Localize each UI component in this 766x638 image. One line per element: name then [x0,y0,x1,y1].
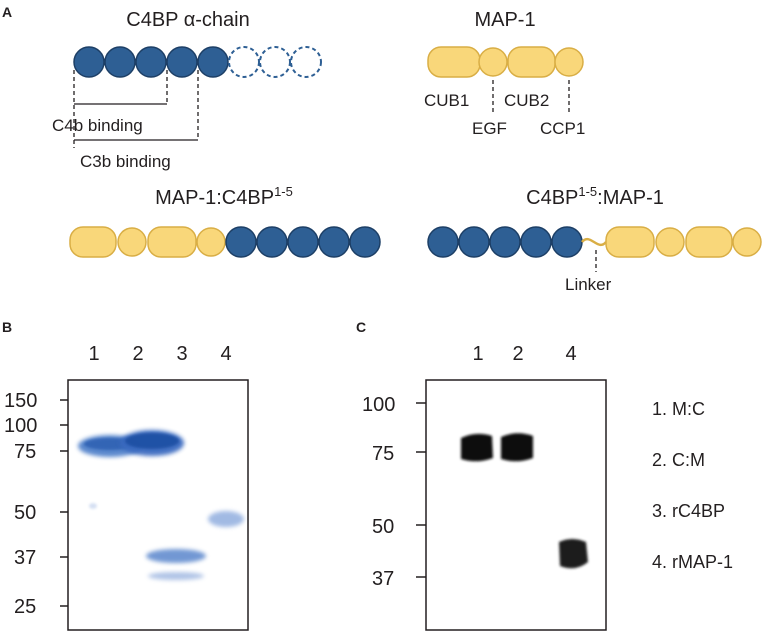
fusion1-cub2-domain [147,226,197,258]
fusion1-ccp-domain-2 [256,226,288,258]
c4b-binding-label: C4b binding [52,116,143,135]
fusion2-egf-domain [655,227,685,257]
gel-band-lane3-minor [148,572,204,580]
fusion2-cub2-domain [685,226,733,258]
fusion1-ccp-domain-3 [287,226,319,258]
fusion1-ccp-domain-1 [225,226,257,258]
gel-marker-100: 100 [4,415,37,437]
map1-leader-lines [492,80,570,114]
blot-band-lane1 [461,433,493,462]
ccp-domain-1 [73,46,105,78]
egf-label: EGF [472,119,507,138]
fusion2-ccp-domain-3 [489,226,521,258]
legend-item-1: 1. M:C [652,399,705,419]
blot-lane-label-4: 4 [565,343,576,365]
legend-item-3: 3. rC4BP [652,501,725,521]
fusion1-cub1-domain [69,226,117,258]
fusion1-ccp1-domain [196,227,226,257]
fusion2-ccp-domain-1 [427,226,459,258]
fusion1-ccp-domain-5 [349,226,381,258]
fusion1-title: MAP-1:C4BP1-5 [155,184,293,209]
gel-bands [78,430,244,580]
panel-a-letter: A [2,4,12,20]
linker-segment [581,237,607,247]
cub2-label: CUB2 [504,91,549,110]
fusion2-ccp-domain-2 [458,226,490,258]
ccp-domain-5 [197,46,229,78]
gel-lane-label-3: 3 [176,343,187,365]
fusion1-diagram [69,226,381,258]
blot-band-lane2 [501,433,533,462]
blot-marker-50: 50 [372,516,394,538]
panel-a: A C4BP α-chain C4b binding C3b binding M… [2,4,762,294]
fusion1-egf-domain [117,227,147,257]
cub2-domain [507,46,556,78]
egf-domain [478,47,508,77]
panel-c: C 1 2 4 100 75 50 37 1. M:C 2. C:M 3. rC… [356,319,733,631]
ccp-domain-2 [104,46,136,78]
linker-label: Linker [565,275,612,294]
gel-lane-label-1: 1 [88,343,99,365]
blot-marker-75: 75 [372,443,394,465]
panel-b-letter: B [2,319,12,335]
ccp1-domain [554,47,584,77]
fusion2-ccp-domain-5 [551,226,583,258]
c4bp-alpha-chain-title: C4BP α-chain [126,9,249,31]
gel-marker-75: 75 [14,441,36,463]
legend-item-2: 2. C:M [652,450,705,470]
ccp-domain-3 [135,46,167,78]
blot-band-lane4 [559,539,588,569]
gel-marker-37: 37 [14,547,36,569]
gel-marker-25: 25 [14,596,36,618]
western-blot [425,379,607,631]
gel-lane-label-4: 4 [220,343,231,365]
cub1-label: CUB1 [424,91,469,110]
fusion2-ccp1-domain [732,227,762,257]
gel-marker-50: 50 [14,502,36,524]
gel-marker-ticks [60,399,68,607]
gel-faint-spot [89,503,97,509]
fusion2-ccp-domain-4 [520,226,552,258]
blot-marker-ticks [416,402,426,578]
panel-c-letter: C [356,319,366,335]
binding-brackets [73,70,199,148]
fusion2-cub1-domain [605,226,655,258]
blot-lane-label-1: 1 [472,343,483,365]
c3b-binding-label: C3b binding [80,152,171,171]
fusion2-title: C4BP1-5:MAP-1 [526,184,664,209]
ccp1-label: CCP1 [540,119,585,138]
gel-marker-150: 150 [4,390,37,412]
legend-item-4: 4. rMAP-1 [652,552,733,572]
gel-lane-label-2: 2 [132,343,143,365]
ccp-domain-4 [166,46,198,78]
ccp-domain-7-dashed [259,46,291,78]
fusion2-diagram [427,226,762,258]
gel-band-lane3-main [146,549,206,563]
gel-band-lane2-core [125,433,179,449]
coomassie-gel [67,379,249,631]
blot-marker-100: 100 [362,394,395,416]
blot-marker-37: 37 [372,568,394,590]
blot-bands [461,433,588,569]
panel-b: B 1 2 3 4 150 100 75 50 37 25 [2,319,249,631]
gel-band-lane4 [208,511,244,527]
blot-lane-label-2: 2 [512,343,523,365]
cub1-domain [427,46,481,78]
fusion1-ccp-domain-4 [318,226,350,258]
c4bp-alpha-chain-diagram [73,46,322,78]
ccp-domain-6-dashed [228,46,260,78]
map1-diagram [427,46,584,78]
map1-title: MAP-1 [474,9,535,31]
ccp-domain-8-dashed [290,46,322,78]
